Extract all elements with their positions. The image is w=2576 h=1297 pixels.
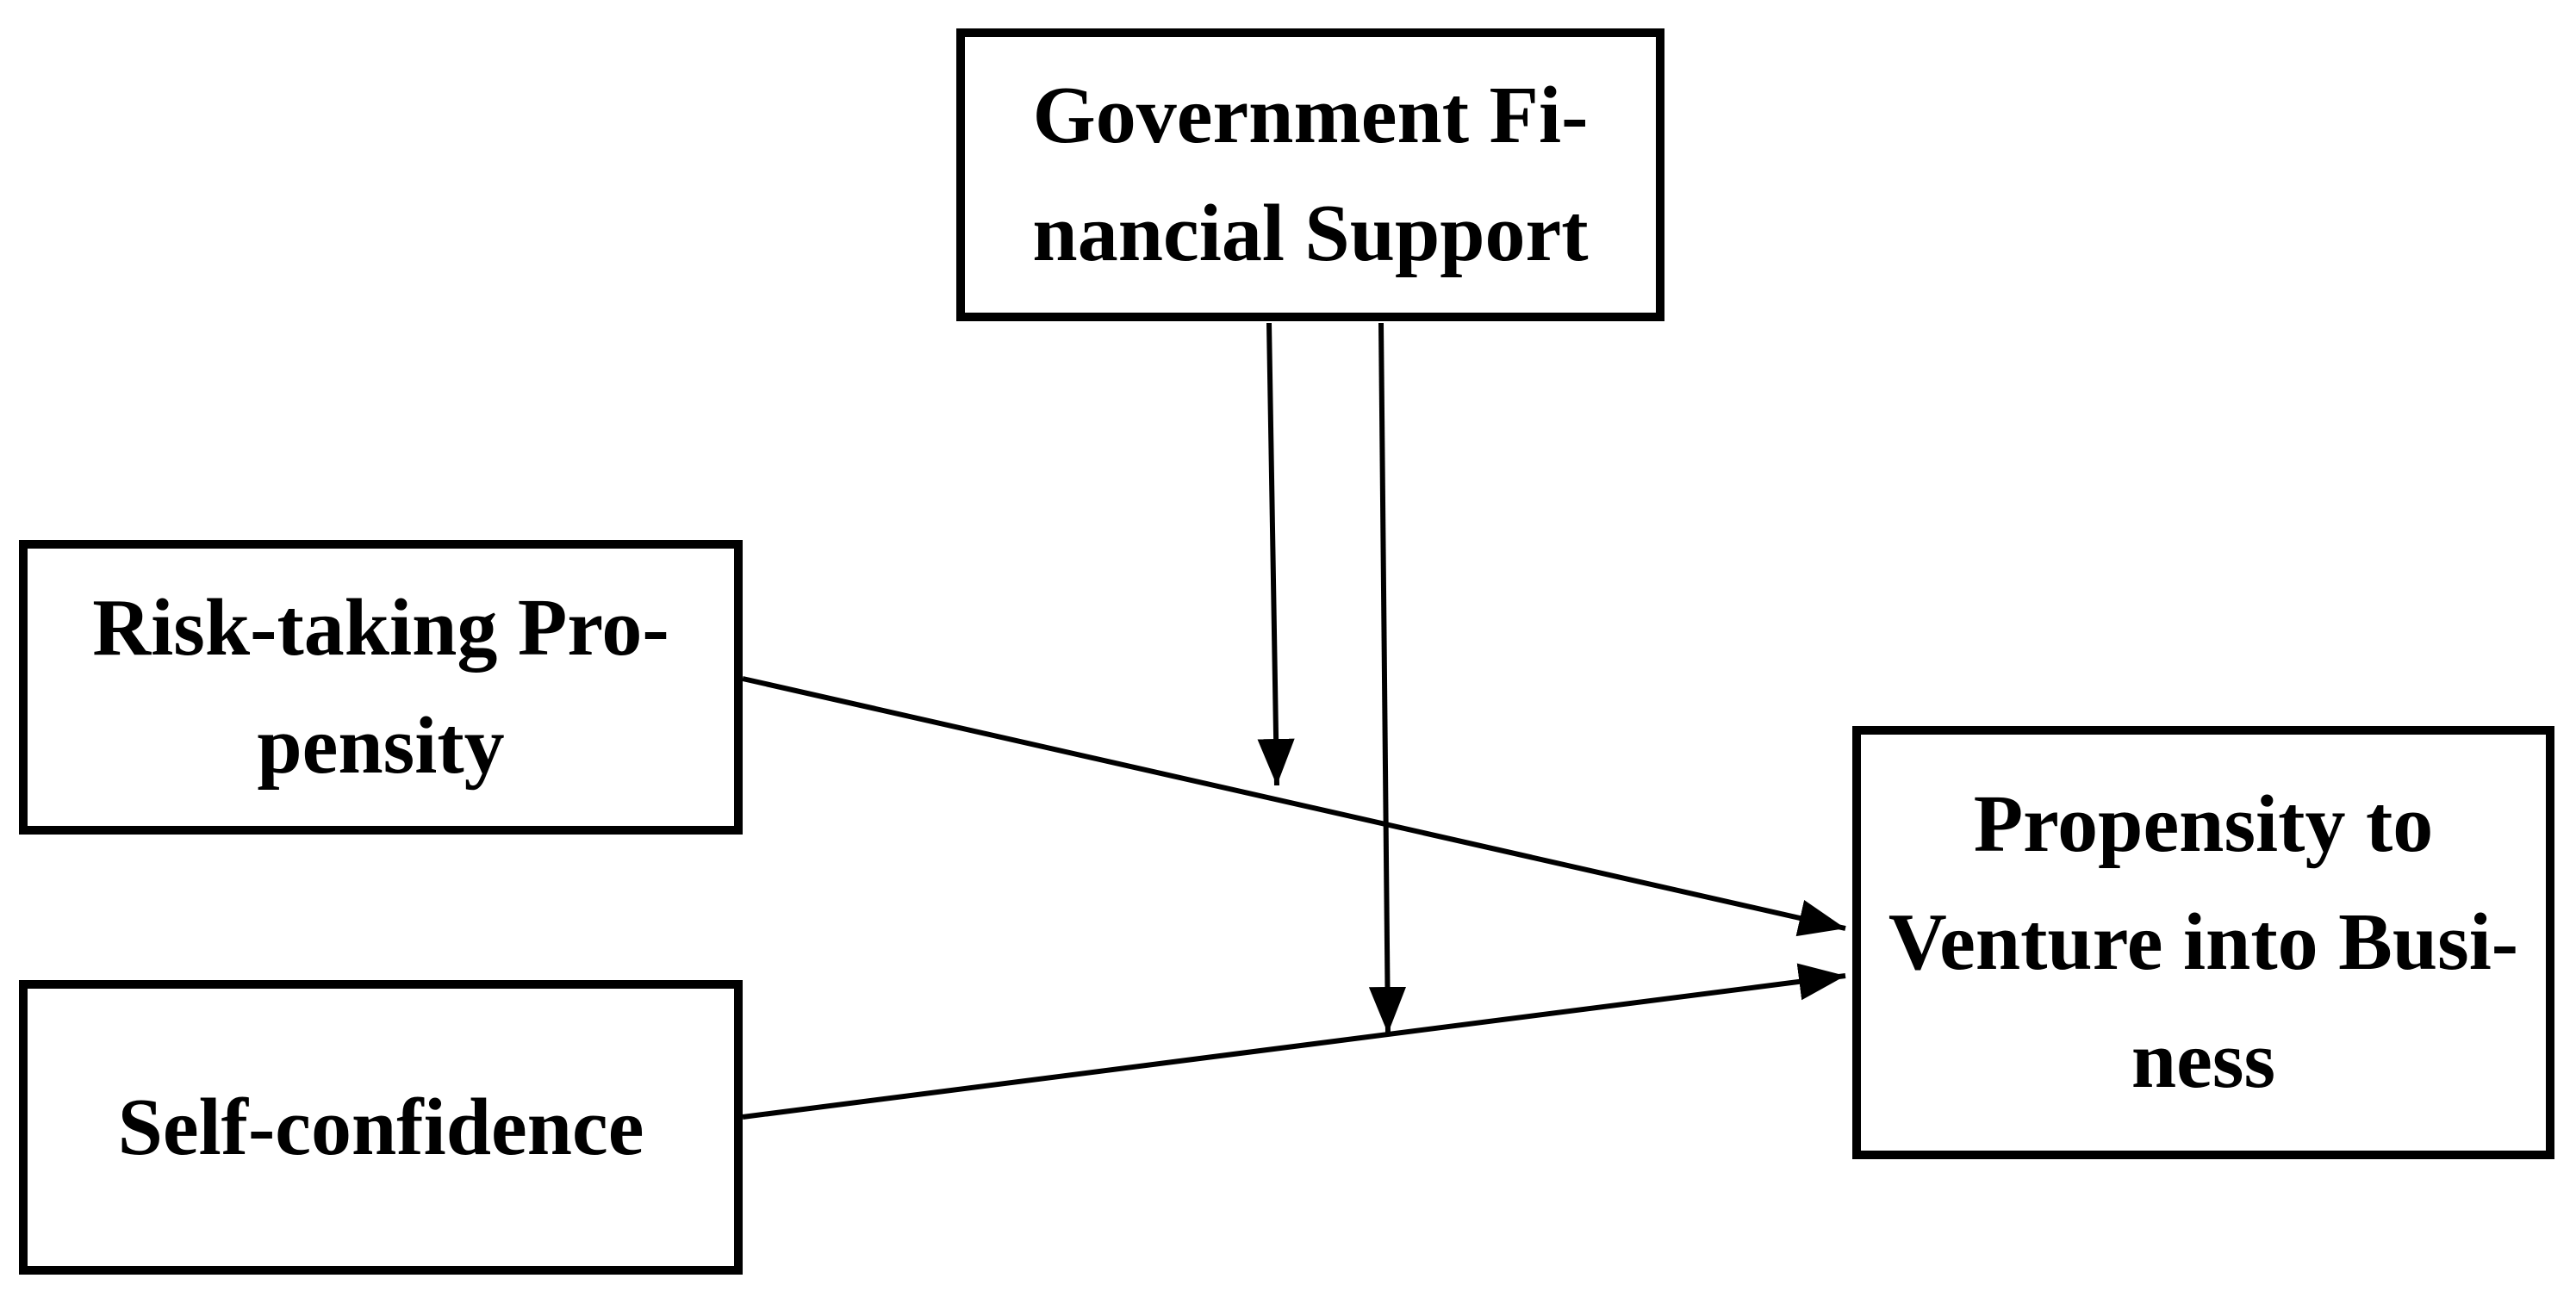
arrow-risk-to-business xyxy=(742,676,1846,937)
self-confidence-label: Self-confidence xyxy=(117,1082,644,1172)
propensity-to-venture-label-line1: Propensity to xyxy=(1973,779,2434,869)
self-confidence-box: Self-confidence xyxy=(19,980,743,1275)
propensity-to-venture-label-line2: Venture into Busi- xyxy=(1888,897,2519,987)
propensity-to-venture-label-line3: ness xyxy=(2131,1015,2276,1105)
propensity-to-venture-into-business-box: Propensity to Venture into Busi- ness xyxy=(1852,726,2554,1159)
risk-taking-propensity-box: Risk-taking Pro- pensity xyxy=(19,540,743,835)
risk-taking-propensity-label-line2: pensity xyxy=(257,701,505,791)
government-financial-support-label-line1: Government Fi- xyxy=(1032,71,1589,160)
arrow-self-to-business xyxy=(742,963,1846,1120)
government-financial-support-box: Government Fi- nancial Support xyxy=(956,28,1664,321)
arrow-government-moderates-risk-path xyxy=(1257,322,1295,786)
risk-taking-propensity-label-line1: Risk-taking Pro- xyxy=(92,583,669,673)
arrow-government-moderates-self-path xyxy=(1368,322,1407,1034)
government-financial-support-label-line2: nancial Support xyxy=(1032,189,1589,278)
